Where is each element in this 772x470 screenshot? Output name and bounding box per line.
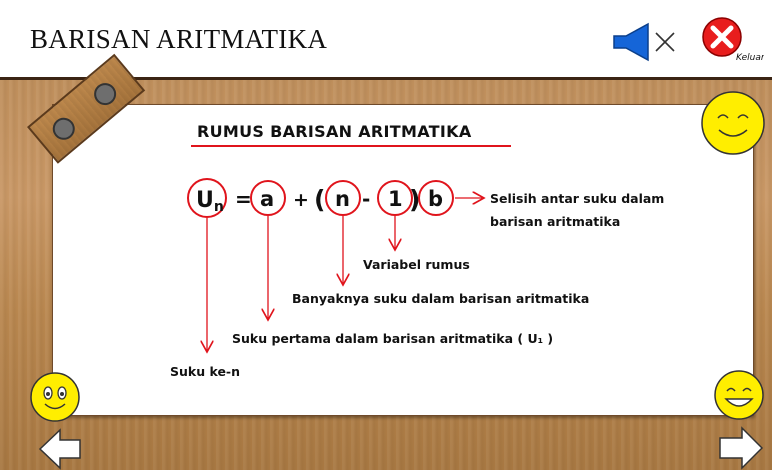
formula-b-circle <box>418 180 454 216</box>
formula-un: Un <box>196 188 224 215</box>
formula-close-paren: ) <box>409 185 420 214</box>
exit-button[interactable]: Keluar <box>698 14 764 66</box>
label-suku-pertama: Suku pertama dalam barisan aritmatika ( … <box>232 331 554 346</box>
formula-1: 1 <box>388 187 403 211</box>
smiley-icon <box>714 370 764 420</box>
formula-equals: = <box>235 187 252 211</box>
speaker-icon <box>613 22 649 62</box>
page-title: BARISAN ARITMATIKA <box>30 24 328 54</box>
exit-icon <box>702 17 742 57</box>
exit-label: Keluar <box>736 53 764 63</box>
formula-a: a <box>260 187 274 211</box>
heading-underline <box>191 145 511 147</box>
formula-a-circle <box>250 180 286 216</box>
label-banyaknya-suku: Banyaknya suku dalam barisan aritmatika <box>292 291 590 306</box>
formula-n: n <box>335 187 350 211</box>
label-suku-ke-n: Suku ke-n <box>170 364 241 379</box>
content-heading: RUMUS BARISAN ARITMATIKA <box>197 122 472 141</box>
smiley-top-right[interactable] <box>700 90 766 156</box>
formula-un-circle <box>187 178 227 218</box>
smiley-bottom-left[interactable] <box>29 371 81 423</box>
mute-x-icon <box>655 32 675 52</box>
content-board <box>52 104 754 416</box>
formula-1-circle <box>377 180 413 216</box>
smiley-icon <box>30 372 80 422</box>
header-bar: BARISAN ARITMATIKA Keluar <box>0 0 772 80</box>
prev-button[interactable] <box>38 428 82 470</box>
speaker-mute-button[interactable] <box>612 22 682 62</box>
smiley-icon <box>701 91 765 155</box>
next-button[interactable] <box>718 426 764 470</box>
formula-open-paren: ( <box>314 185 325 214</box>
label-selisih-cont: barisan aritmatika <box>490 214 621 229</box>
arrow-right-icon <box>719 426 764 470</box>
formula-minus: - <box>362 187 370 211</box>
label-variabel: Variabel rumus <box>363 257 470 272</box>
arrow-left-icon <box>38 428 81 470</box>
formula-plus: + <box>293 189 309 211</box>
smiley-bottom-right[interactable] <box>713 369 765 421</box>
label-selisih: Selisih antar suku dalam <box>490 191 665 206</box>
formula-b: b <box>428 187 443 211</box>
formula-n-circle <box>325 180 361 216</box>
